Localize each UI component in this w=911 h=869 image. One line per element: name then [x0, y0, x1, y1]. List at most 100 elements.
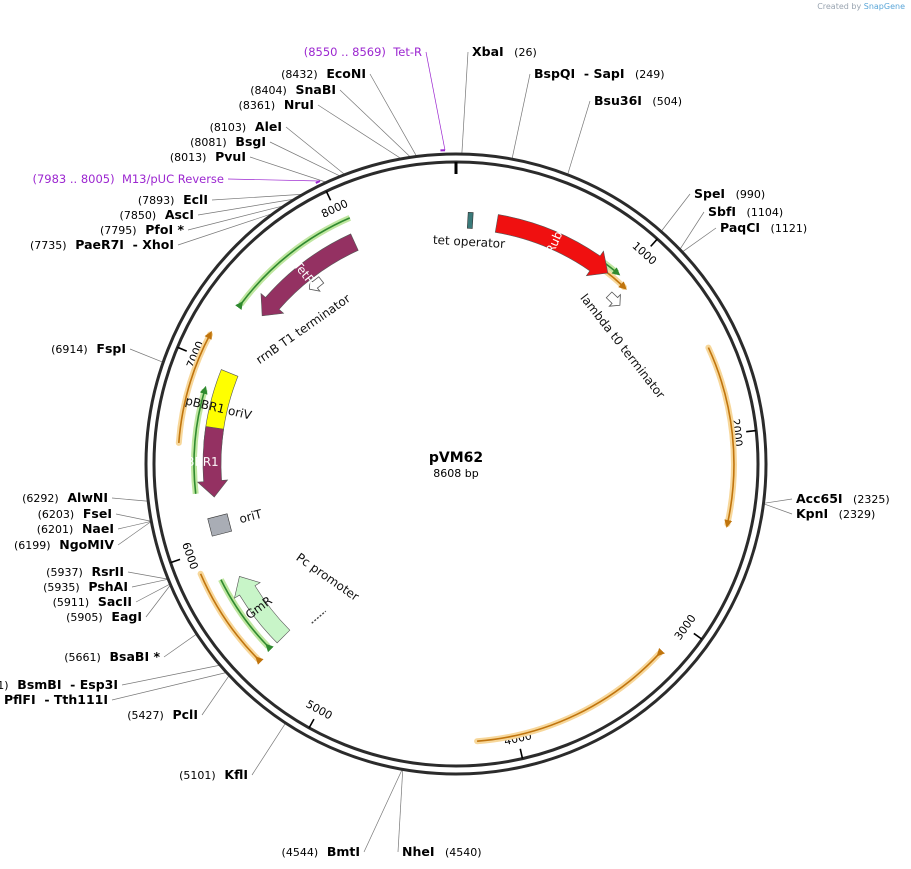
pfoi-site[interactable]: (7795) PfoI *	[100, 222, 184, 237]
site-pos-label: (7735)	[30, 239, 67, 252]
tick-label: 1000	[630, 239, 660, 267]
kpni-site[interactable]: KpnI (2329)	[796, 506, 875, 521]
leader-line	[339, 89, 411, 157]
nrui-site[interactable]: (8361) NruI	[239, 97, 314, 112]
translation-arc	[220, 579, 274, 653]
nhei-site[interactable]: NheI (4540)	[402, 844, 482, 859]
site-pos-label: (4544)	[282, 846, 319, 859]
acc65i-site[interactable]: Acc65I (2325)	[796, 491, 890, 506]
terminator-icon	[605, 291, 621, 307]
xbai-site[interactable]: XbaI (26)	[472, 44, 537, 59]
tet-r-primer[interactable]: (8550 .. 8569) Tet-R	[304, 45, 422, 59]
orf-arc-halo	[474, 650, 663, 745]
pshai-site[interactable]: (5935) PshAI	[43, 579, 128, 594]
pvui-site[interactable]: (8013) PvuI	[170, 149, 246, 164]
site-name: XbaI	[472, 44, 504, 59]
leader-line	[249, 156, 326, 183]
site-name: SpeI	[694, 186, 725, 201]
tet-operator-box[interactable]	[466, 211, 474, 229]
leader-line	[285, 126, 345, 175]
site-name: NheI	[402, 844, 435, 859]
pflfi-site[interactable]: (5448) PflFI - Tth111I	[0, 692, 108, 707]
snapgene-credit: Created by SnapGene	[817, 2, 905, 11]
site-leader-lines	[111, 51, 793, 853]
gmr-arrow[interactable]	[234, 576, 291, 644]
tetr-arrow[interactable]	[260, 233, 359, 317]
site-name: KflI	[216, 767, 248, 782]
pcli-site[interactable]: (5427) PclI	[127, 707, 198, 722]
tick-label: 6000	[179, 541, 200, 572]
leader-line	[363, 770, 403, 853]
leader-line	[511, 73, 531, 159]
ecli-site[interactable]: (7893) EclI	[138, 192, 208, 207]
site-name: BsmBI	[9, 677, 62, 692]
site-name: EcoNI	[318, 66, 366, 81]
bspqi-site[interactable]: BspQI - SapI (249)	[534, 66, 665, 81]
eagi-site[interactable]: (5905) EagI	[66, 609, 142, 624]
site-pos-label: (6201)	[37, 523, 74, 536]
leader-line	[177, 213, 272, 246]
site-pos-label: (7893)	[138, 194, 175, 207]
naei-site[interactable]: (6201) NaeI	[37, 521, 114, 536]
bsgi-site[interactable]: (8081) BsgI	[190, 134, 266, 149]
orf-arc-halo	[705, 344, 737, 527]
bsabi-site[interactable]: (5661) BsaBI *	[64, 649, 160, 664]
leader-line	[111, 497, 148, 502]
fspi-site[interactable]: (6914) FspI	[51, 341, 126, 356]
m13-puc-reverse-primer[interactable]: (7983 .. 8005) M13/pUC Reverse	[32, 172, 224, 186]
econi-site[interactable]: (8432) EcoNI	[281, 66, 366, 81]
site-pos-label: (5905)	[66, 611, 103, 624]
alei-site[interactable]: (8103) AleI	[210, 119, 282, 134]
site-pos-label: (5937)	[46, 566, 83, 579]
site-name: SacII	[89, 594, 132, 609]
site-name2: - Tth111I	[36, 692, 108, 707]
bmti-site[interactable]: (4544) BmtI	[282, 844, 360, 859]
site-pos-label: (249)	[624, 68, 664, 81]
pbbr1-rep-label: pBBR1 Rep	[179, 455, 246, 469]
leader-line	[269, 141, 340, 177]
site-name: PclI	[164, 707, 198, 722]
mruby2-arrow[interactable]	[494, 214, 609, 277]
leader-line	[197, 199, 293, 216]
bsmbi-site[interactable]: (5491) BsmBI - Esp3I	[0, 677, 118, 692]
site-name: PfoI *	[137, 222, 185, 237]
orit-box[interactable]	[207, 513, 232, 537]
plasmid-name: pVM62	[429, 450, 483, 466]
leader-line	[661, 193, 691, 231]
pbbr1-rep-arrow[interactable]	[196, 426, 229, 498]
leader-line	[127, 571, 168, 580]
rsrii-site[interactable]: (5937) RsrII	[46, 564, 124, 579]
tick-mark	[308, 718, 315, 729]
leader-line	[129, 348, 163, 363]
paqci-site[interactable]: PaqCI (1121)	[720, 220, 807, 235]
site-name: Bsu36I	[594, 93, 642, 108]
paer7i-site[interactable]: (7735) PaeR7I - XhoI	[30, 237, 174, 252]
sacii-site[interactable]: (5911) SacII	[53, 594, 132, 609]
orf-arc	[707, 347, 735, 528]
fsei-site[interactable]: (6203) FseI	[38, 506, 112, 521]
alwni-site[interactable]: (6292) AlwNI	[22, 490, 108, 505]
leader-line	[211, 194, 301, 201]
leader-line	[369, 73, 417, 156]
credit-prefix: Created by	[817, 2, 862, 11]
feature-arrows	[196, 211, 621, 644]
ngomiv-site[interactable]: (6199) NgoMIV	[14, 537, 114, 552]
site-pos-label: (6203)	[38, 508, 75, 521]
asci-site[interactable]: (7850) AscI	[120, 207, 194, 222]
lambda-t0-terminator-label: lambda t0 terminator	[577, 291, 667, 401]
leader-line	[163, 634, 197, 658]
snabi-site[interactable]: (8404) SnaBI	[250, 82, 336, 97]
sbfi-site[interactable]: SbfI (1104)	[708, 204, 783, 219]
primer-range: (8550 .. 8569)	[304, 45, 393, 59]
site-pos-label: (5427)	[127, 709, 164, 722]
site-name: PflFI	[0, 692, 36, 707]
bsu36i-site[interactable]: Bsu36I (504)	[594, 93, 682, 108]
spei-site[interactable]: SpeI (990)	[694, 186, 765, 201]
site-name: BsaBI *	[101, 649, 161, 664]
kfli-site[interactable]: (5101) KflI	[179, 767, 248, 782]
leader-line	[121, 665, 220, 686]
leader-line	[131, 579, 168, 588]
restriction-site-labels: XbaI (26) BspQI - SapI (249) Bsu36I (504) S…	[0, 44, 890, 859]
